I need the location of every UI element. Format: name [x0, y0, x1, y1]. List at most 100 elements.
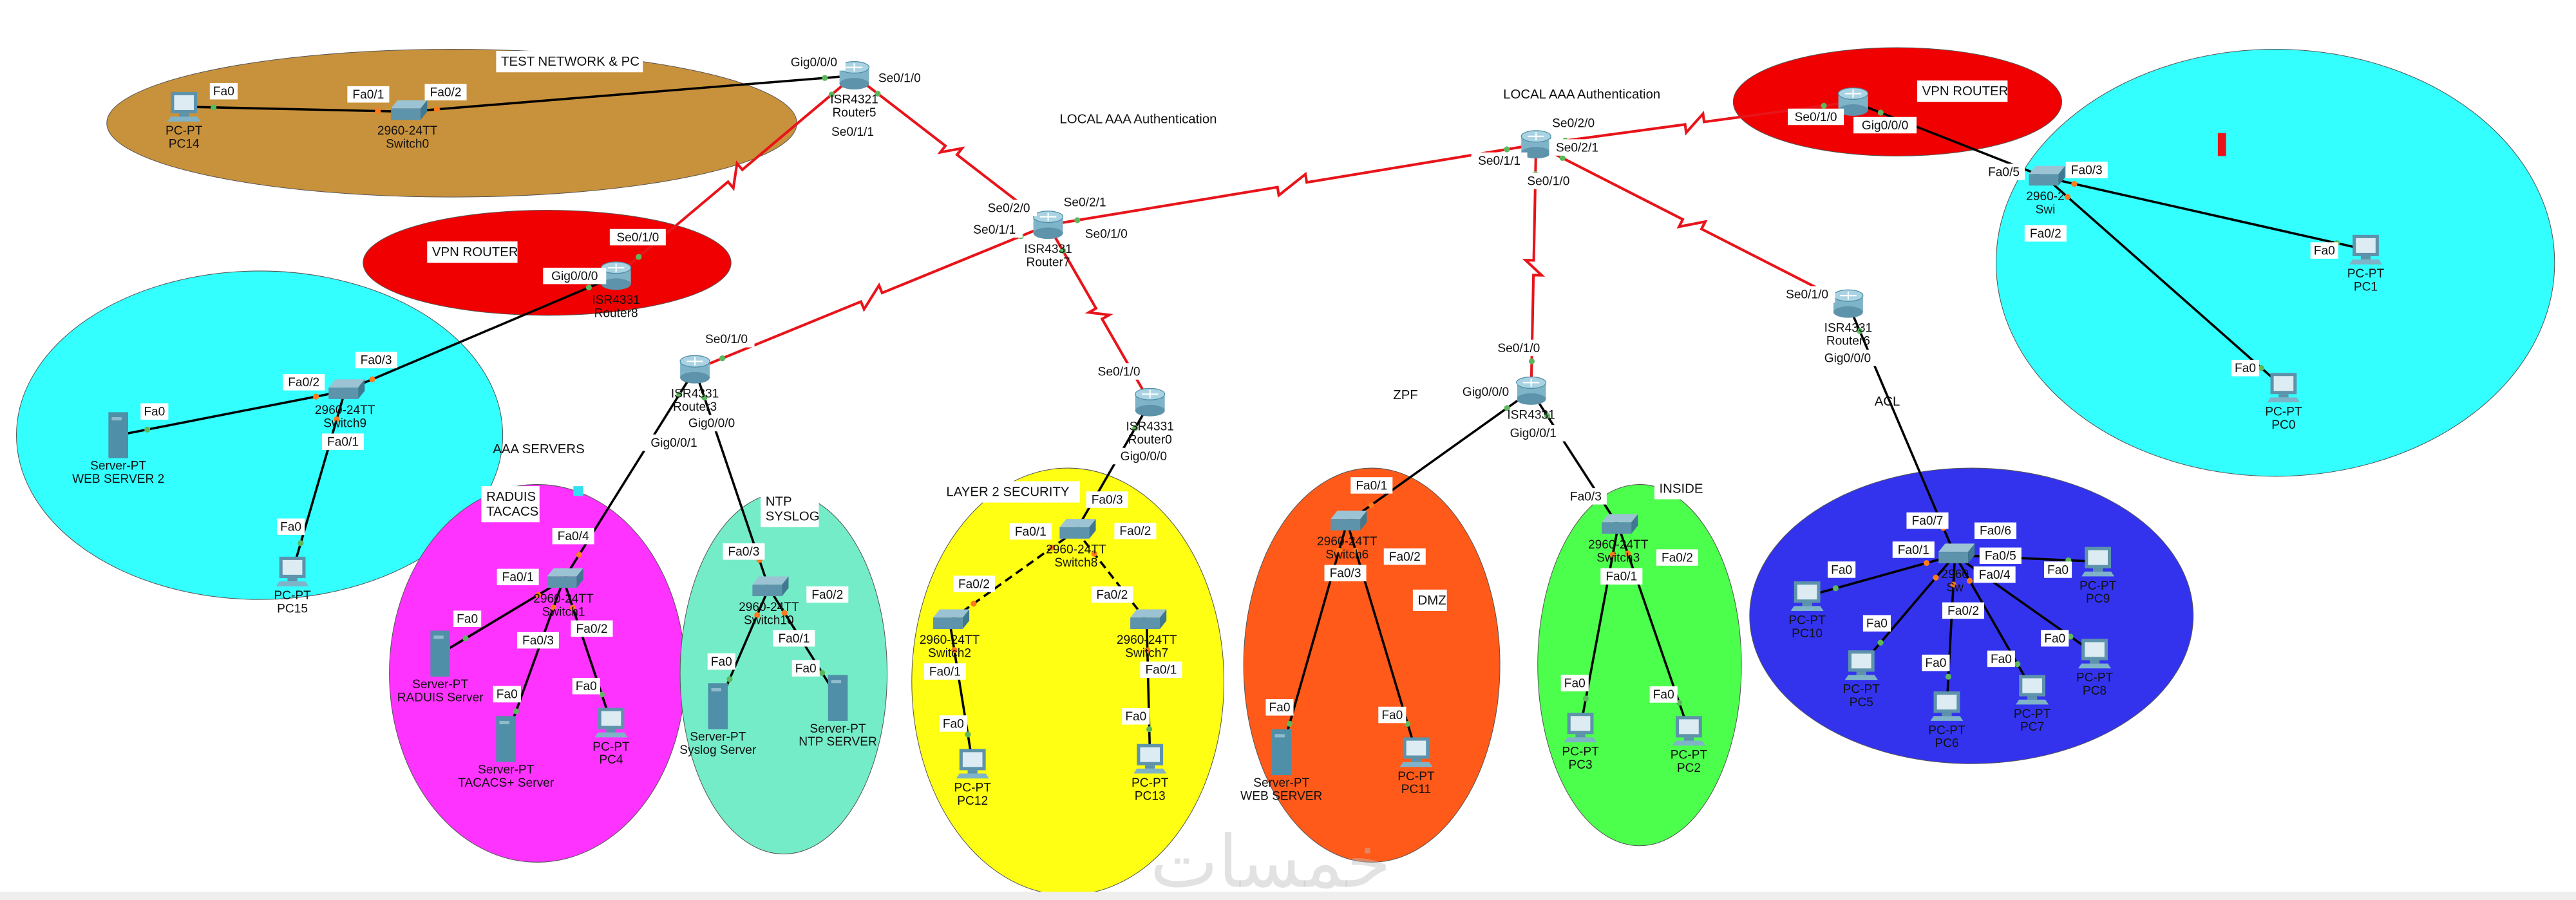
- port-label: Fa0/2: [1947, 605, 1979, 618]
- device-model: 2960-2: [2026, 190, 2065, 203]
- link-r7-rc[interactable]: [1048, 143, 1537, 227]
- port-label: Fa0/1: [352, 88, 384, 102]
- link-r5-r8[interactable]: [615, 74, 855, 277]
- link-status-light: [1945, 673, 1952, 680]
- area-label-layer2: LAYER 2 SECURITY: [946, 485, 1070, 499]
- link-swb-pc6[interactable]: [1946, 555, 1956, 707]
- port-label-box: [1815, 350, 1879, 366]
- link-swb-pc7[interactable]: [1954, 554, 2034, 691]
- link-sw1-rad[interactable]: [439, 578, 564, 655]
- link-sw1-pc4[interactable]: [562, 579, 612, 724]
- device-model: 2960-24TT: [533, 592, 594, 606]
- link-pc14-sw0[interactable]: [184, 106, 408, 113]
- link-swr-pc1[interactable]: [2045, 176, 2366, 251]
- port-label: Fa0/1: [1605, 570, 1637, 584]
- cyan-marker-shape[interactable]: [573, 486, 583, 496]
- link-sw0-r5[interactable]: [407, 74, 855, 113]
- port-label: Fa0: [1991, 653, 2012, 666]
- link-sw3-pc3[interactable]: [1579, 525, 1620, 728]
- link-r5-r7[interactable]: [853, 74, 1049, 227]
- link-r7-r0[interactable]: [1046, 224, 1151, 404]
- router-rc[interactable]: [1520, 130, 1551, 159]
- link-sw8-sw7[interactable]: [1075, 529, 1148, 622]
- link-rc-rz[interactable]: [1522, 144, 1546, 391]
- link-r7-r3[interactable]: [694, 223, 1049, 371]
- port-label: Fa0/5: [1985, 550, 2016, 563]
- bottom-scrollbar[interactable]: [0, 892, 2576, 900]
- link-r8-sw9[interactable]: [345, 274, 617, 392]
- link-rc-rv2[interactable]: [1535, 100, 1853, 146]
- port-label: Gig0/0/0: [688, 417, 735, 431]
- port-label: Fa0/1: [327, 436, 359, 449]
- link-sw9-ws2[interactable]: [118, 389, 346, 436]
- link-swr-pc0[interactable]: [2044, 176, 2285, 389]
- link-sw2-pc12[interactable]: [948, 621, 974, 764]
- link-swb-pc10[interactable]: [1806, 554, 1956, 597]
- link-swb-pc9[interactable]: [1955, 554, 2098, 563]
- link-swb-pc5[interactable]: [1860, 554, 1956, 666]
- device-model: PC-PT: [1928, 724, 1965, 737]
- link-r0-sw8[interactable]: [1075, 402, 1151, 531]
- area-ntp-syslog[interactable]: [679, 492, 888, 855]
- area-label-box: [427, 241, 518, 263]
- router-rz[interactable]: ISR4331: [1507, 376, 1555, 422]
- port-label: Fa0: [213, 85, 234, 98]
- red-marker-shape[interactable]: [2217, 133, 2226, 156]
- area-inside[interactable]: [1537, 484, 1742, 847]
- link-rz-sw6[interactable]: [1346, 389, 1532, 523]
- area-cyan-right[interactable]: [1995, 49, 2555, 477]
- device-name: WEB SERVER 2: [72, 473, 164, 486]
- area-dmz[interactable]: [1243, 467, 1501, 863]
- router-rv2[interactable]: [1837, 87, 1869, 116]
- link-rc-r6[interactable]: [1535, 143, 1849, 305]
- link-r3-sw1[interactable]: [562, 369, 696, 581]
- port-label-box: [1974, 522, 2017, 539]
- area-vpn-right[interactable]: [1732, 47, 2063, 156]
- area-test-network[interactable]: [106, 49, 797, 198]
- link-sw7-pc13[interactable]: [1145, 621, 1151, 759]
- port-label-box: [1057, 194, 1113, 211]
